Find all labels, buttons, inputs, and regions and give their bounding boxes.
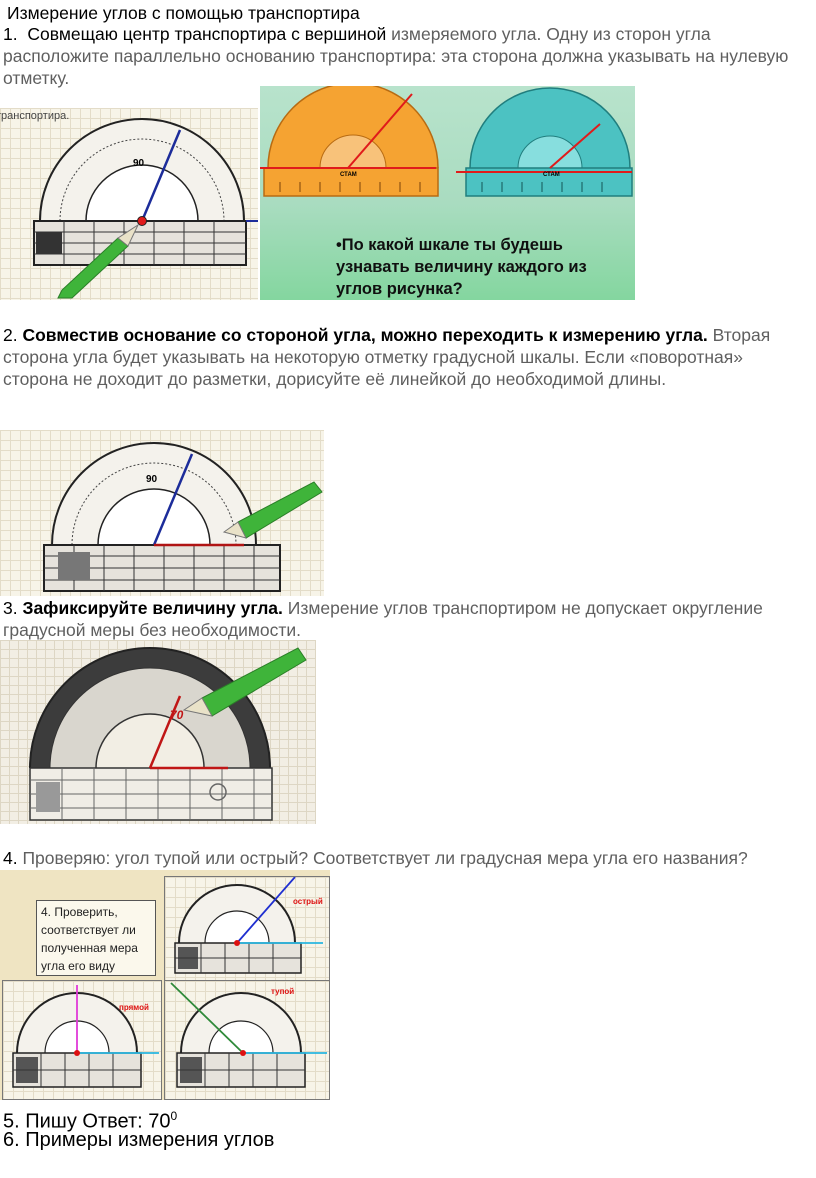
figure-1-brand-teal: СТАМ bbox=[543, 172, 560, 178]
figure-4-acute-panel: острый bbox=[164, 876, 330, 982]
step-6-text: 6. Примеры измерения углов bbox=[3, 1129, 275, 1151]
step-6-heading: 6. Примеры измерения углов bbox=[3, 1128, 274, 1152]
step-1-paragraph: 1. Совмещаю центр транспортира с вершино… bbox=[3, 23, 803, 89]
step-5-text: 5. Пишу Ответ: 70 bbox=[3, 1110, 171, 1133]
figure-3-protractor-drawing bbox=[29, 647, 307, 821]
figure-4-obtuse-panel: тупой bbox=[164, 980, 330, 1100]
figure-4-right-panel: прямой bbox=[2, 980, 162, 1100]
figure-4-right-label: прямой bbox=[119, 1003, 149, 1012]
step-4-paragraph: 4. Проверяю: угол тупой или острый? Соот… bbox=[3, 847, 815, 869]
figure-1-cut-caption: транспортира. bbox=[0, 110, 70, 122]
figure-4-obtuse-label: тупой bbox=[271, 987, 295, 996]
figure-4-right-drawing bbox=[12, 985, 159, 1088]
figure-4-acute-label: острый bbox=[293, 897, 323, 906]
step-5-answer: 5. Пишу Ответ: 700 bbox=[3, 1104, 177, 1134]
figure-4-obtuse-drawing bbox=[170, 982, 327, 1088]
step-4-text: Проверяю: угол тупой или острый? Соответ… bbox=[17, 848, 748, 868]
figure-1-90-label: 90 bbox=[133, 158, 145, 169]
figure-1-protractor-grid: транспортира. 90 bbox=[0, 108, 258, 300]
step-2-number: 2. bbox=[3, 325, 18, 345]
page-title-text: Измерение углов с помощью транспортира bbox=[7, 3, 360, 23]
figure-2-protractor-drawing bbox=[43, 442, 323, 592]
figure-4-composite: 4. Проверить, соответствует ли полученна… bbox=[0, 870, 330, 1100]
figure-2-protractor-grid: 90 bbox=[0, 430, 324, 596]
step-2-text: Вторая сторона угла будет указывать на н… bbox=[3, 325, 771, 389]
step-1-number: 1. bbox=[3, 24, 18, 44]
step-3-text: Измерение углов транспортиром не допуска… bbox=[3, 598, 763, 640]
page-title: Измерение углов с помощью транспортира bbox=[7, 2, 360, 24]
step-2-lead: Совместив основание со стороной угла, мо… bbox=[22, 325, 708, 345]
step-5-degree: 0 bbox=[170, 1109, 178, 1123]
figure-1-slide-protractors bbox=[260, 86, 633, 197]
step-4-number: 4. bbox=[3, 848, 18, 868]
step-2-paragraph: 2. Совместив основание со стороной угла,… bbox=[3, 324, 803, 390]
figure-1-slide: СТАМ СТАМ •По какой шкале ты будешь узна… bbox=[260, 86, 635, 300]
figure-3-70-mark: 70 bbox=[170, 708, 184, 722]
step-3-number: 3. bbox=[3, 598, 18, 618]
step-3-lead: Зафиксируйте величину угла. bbox=[22, 598, 283, 618]
figure-2-90-label: 90 bbox=[146, 474, 158, 485]
step-1-text: измеряемого угла. Одну из сторон угла ра… bbox=[3, 24, 789, 88]
figure-3-protractor-grid: 70 bbox=[0, 640, 316, 824]
step-1-lead: Совмещаю центр транспортира с вершиной bbox=[27, 24, 387, 44]
step-3-paragraph: 3. Зафиксируйте величину угла. Измерение… bbox=[3, 597, 815, 641]
figure-1-protractor-drawing bbox=[33, 118, 258, 299]
figure-4-check-box: 4. Проверить, соответствует ли полученна… bbox=[36, 900, 156, 976]
figure-1-brand-orange: СТАМ bbox=[340, 172, 357, 178]
figure-1-slide-question: •По какой шкале ты будешь узнавать велич… bbox=[336, 236, 587, 298]
figure-4-acute-drawing bbox=[174, 877, 323, 974]
